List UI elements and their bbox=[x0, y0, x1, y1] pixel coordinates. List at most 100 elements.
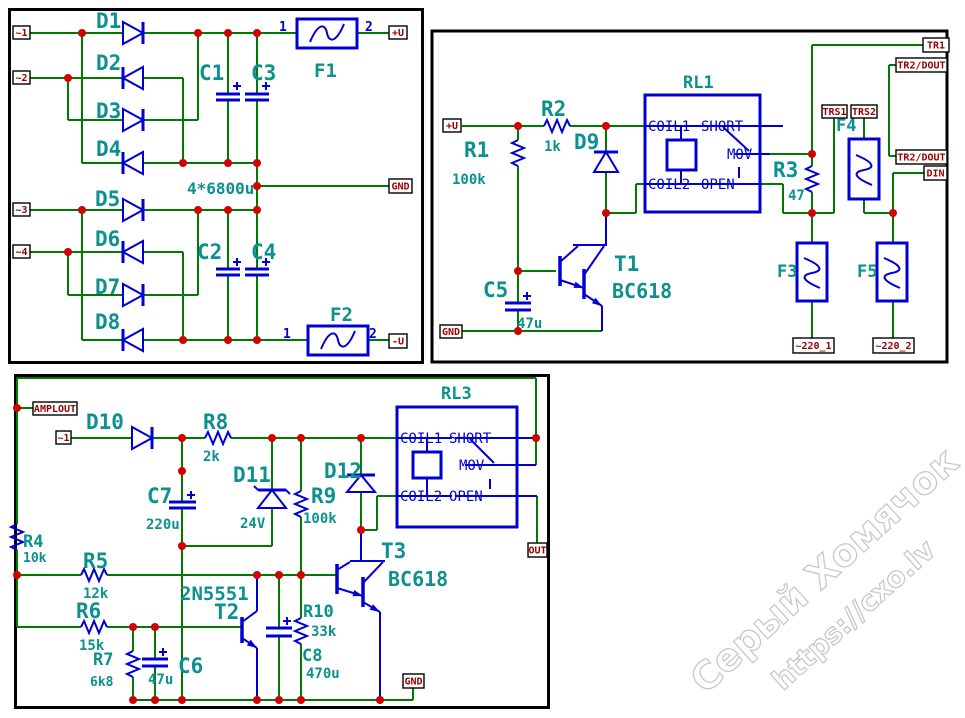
rl1-pin-short: SHORT bbox=[701, 119, 744, 135]
label-f4: F4 bbox=[836, 116, 856, 136]
diode-d6 bbox=[120, 239, 144, 265]
diode-d1 bbox=[122, 20, 146, 46]
label-c4: C4 bbox=[251, 240, 276, 264]
fuse-f5 bbox=[875, 241, 909, 303]
label-t2: T2 bbox=[214, 600, 239, 624]
diode-d9 bbox=[592, 150, 620, 173]
capacitor-c3 bbox=[245, 82, 270, 102]
resistor-r5 bbox=[80, 566, 108, 584]
terminal-tr1: TR1 bbox=[922, 37, 950, 53]
value-r5: 12k bbox=[83, 586, 109, 602]
zener-d11 bbox=[253, 485, 291, 509]
diode-d4 bbox=[120, 150, 144, 176]
relay-wires bbox=[462, 44, 924, 338]
f2-pin1: 1 bbox=[283, 327, 291, 342]
svg-text:~220_1: ~220_1 bbox=[795, 341, 831, 352]
svg-text:TR2/DOUT: TR2/DOUT bbox=[897, 153, 945, 164]
resistor-r2 bbox=[543, 117, 571, 135]
terminal-tr2dout-a: TR2/DOUT bbox=[895, 57, 948, 73]
rl3-pin-mov: MOV bbox=[459, 458, 485, 474]
resistor-r8 bbox=[204, 429, 232, 447]
label-r3: R3 bbox=[773, 158, 798, 182]
resistor-r4 bbox=[8, 523, 26, 551]
label-t1: T1 bbox=[614, 252, 639, 276]
label-d11: D11 bbox=[233, 463, 271, 487]
terminal-ac4: ~4 bbox=[12, 244, 31, 259]
value-r8: 2k bbox=[203, 449, 220, 465]
svg-text:~1: ~1 bbox=[15, 28, 27, 39]
relay-control-panel: R2 1k R1 100k D9 RL1 R3 47 F4 F3 F5 T1 B… bbox=[430, 29, 950, 364]
terminal-220-1: ~220_1 bbox=[792, 337, 835, 354]
diode-d2 bbox=[120, 65, 144, 91]
label-c8: C8 bbox=[302, 646, 322, 666]
value-r4: 10k bbox=[23, 551, 47, 566]
diode-d10 bbox=[131, 425, 155, 451]
rl3-pin-short: SHORT bbox=[449, 431, 492, 447]
psu-junctions bbox=[64, 29, 261, 344]
value-r1: 100k bbox=[452, 172, 486, 188]
rl3-pin-coil2: COIL2 bbox=[400, 489, 442, 505]
label-f1: F1 bbox=[314, 60, 337, 82]
capacitor-c2 bbox=[216, 258, 241, 277]
transistor-t1 bbox=[558, 213, 607, 331]
rl3-pin-coil1: COIL1 bbox=[400, 431, 442, 447]
terminal-ac1: ~1 bbox=[12, 25, 31, 40]
label-r7: R7 bbox=[93, 650, 113, 670]
transistor-t3 bbox=[335, 530, 385, 700]
capacitor-c7 bbox=[169, 491, 196, 510]
label-d12: D12 bbox=[324, 459, 362, 483]
label-c2: C2 bbox=[197, 240, 222, 264]
label-r9: R9 bbox=[311, 484, 336, 508]
protection-panel-border bbox=[14, 374, 550, 709]
svg-text:TRS1: TRS1 bbox=[822, 107, 846, 118]
rl3-pin-open: OPEN bbox=[449, 489, 483, 505]
watermark: Серый Хомячок https://cxo.lv bbox=[681, 438, 965, 702]
terminal-220-2: ~220_2 bbox=[872, 337, 915, 354]
svg-text:~4: ~4 bbox=[15, 247, 27, 258]
svg-text:DIN: DIN bbox=[926, 169, 944, 180]
terminal-ac1-3: ~1 bbox=[55, 430, 72, 445]
label-r4: R4 bbox=[23, 532, 43, 552]
svg-text:TR2/DOUT: TR2/DOUT bbox=[897, 61, 945, 72]
terminal-ac3: ~3 bbox=[12, 202, 31, 217]
svg-text:TRS2: TRS2 bbox=[852, 107, 876, 118]
protection-junctions bbox=[13, 404, 540, 704]
relay-switch-arm bbox=[722, 126, 750, 178]
label-t3: T3 bbox=[381, 539, 406, 563]
svg-text:+U: +U bbox=[392, 28, 404, 39]
value-r7: 6k8 bbox=[90, 675, 114, 690]
capacitor-c6 bbox=[142, 648, 168, 668]
value-d11: 24V bbox=[240, 516, 266, 532]
f1-pin2: 2 bbox=[365, 20, 373, 35]
diode-d8 bbox=[120, 327, 144, 353]
value-c8: 470u bbox=[306, 666, 340, 682]
terminal-gnd: GND bbox=[388, 178, 413, 194]
label-rl3: RL3 bbox=[441, 384, 472, 404]
value-r10: 33k bbox=[311, 624, 337, 640]
label-r2: R2 bbox=[541, 97, 566, 121]
diode-d3 bbox=[122, 107, 146, 133]
capacitor-c5 bbox=[505, 292, 531, 312]
terminal-out: OUT bbox=[527, 542, 548, 558]
terminal-din: DIN bbox=[923, 165, 948, 181]
label-d1: D1 bbox=[96, 9, 121, 33]
capacitor-c1 bbox=[216, 82, 241, 102]
svg-text:GND: GND bbox=[404, 677, 422, 688]
relay-junctions bbox=[514, 122, 897, 335]
terminal-plus-u: +U bbox=[388, 25, 408, 40]
svg-text:~1: ~1 bbox=[57, 433, 69, 444]
value-r2: 1k bbox=[544, 139, 561, 155]
svg-text:TR1: TR1 bbox=[927, 41, 945, 52]
resistor-r10 bbox=[292, 617, 310, 645]
value-t2: 2N5551 bbox=[180, 583, 249, 605]
terminal-minus-u: -U bbox=[388, 333, 408, 349]
label-r8: R8 bbox=[203, 410, 228, 434]
fuse-f1 bbox=[295, 17, 359, 50]
label-d8: D8 bbox=[95, 310, 120, 334]
fuse-f4 bbox=[847, 137, 881, 201]
diode-d7 bbox=[122, 282, 146, 308]
svg-text:GND: GND bbox=[391, 182, 409, 193]
label-f2: F2 bbox=[330, 304, 353, 326]
rl1-pin-coil1: COIL1 bbox=[648, 119, 690, 135]
